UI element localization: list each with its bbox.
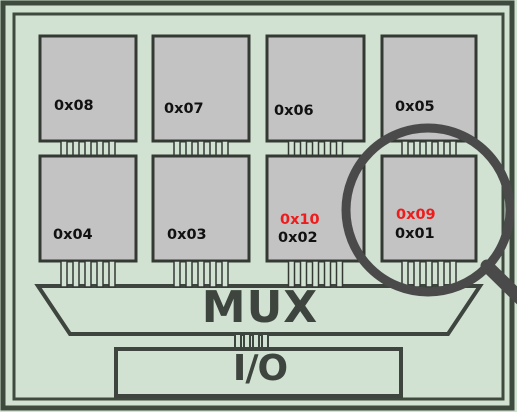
io-block <box>114 347 403 398</box>
chip-0x07 <box>151 34 251 143</box>
chip-alt-label-0x09: 0x09 <box>396 207 436 223</box>
chip-label-0x01: 0x01 <box>395 226 435 242</box>
chip-pins-0x04 <box>60 260 116 288</box>
chip-0x04 <box>38 154 138 263</box>
chip-label-0x05: 0x05 <box>395 99 435 115</box>
chip-pins-0x02 <box>287 260 344 288</box>
chip-label-0x04: 0x04 <box>53 227 93 243</box>
chip-0x03 <box>151 154 251 263</box>
chip-label-0x07: 0x07 <box>164 101 204 117</box>
board-inner-border <box>12 12 505 401</box>
chip-alt-label-0x10: 0x10 <box>280 212 320 228</box>
chip-label-0x06: 0x06 <box>274 103 314 119</box>
chip-pins-0x03 <box>173 260 229 288</box>
chip-0x08 <box>38 34 138 143</box>
mux-label: MUX <box>201 282 319 333</box>
chip-pins-0x07 <box>173 140 229 158</box>
mux-io-bus <box>234 333 269 350</box>
chip-0x06 <box>265 34 366 143</box>
io-label: I/O <box>232 348 288 389</box>
chip-label-0x03: 0x03 <box>167 227 207 243</box>
chip-pins-0x01 <box>401 260 457 288</box>
magnifier-ring <box>341 123 515 297</box>
magnifier-icon <box>341 123 517 305</box>
chip-0x05 <box>380 34 478 143</box>
chip-0x01 <box>380 154 478 263</box>
chip-label-0x08: 0x08 <box>54 98 94 114</box>
magnifier-handle <box>480 259 517 305</box>
chip-label-0x02: 0x02 <box>278 230 318 246</box>
mux-block <box>34 284 484 336</box>
